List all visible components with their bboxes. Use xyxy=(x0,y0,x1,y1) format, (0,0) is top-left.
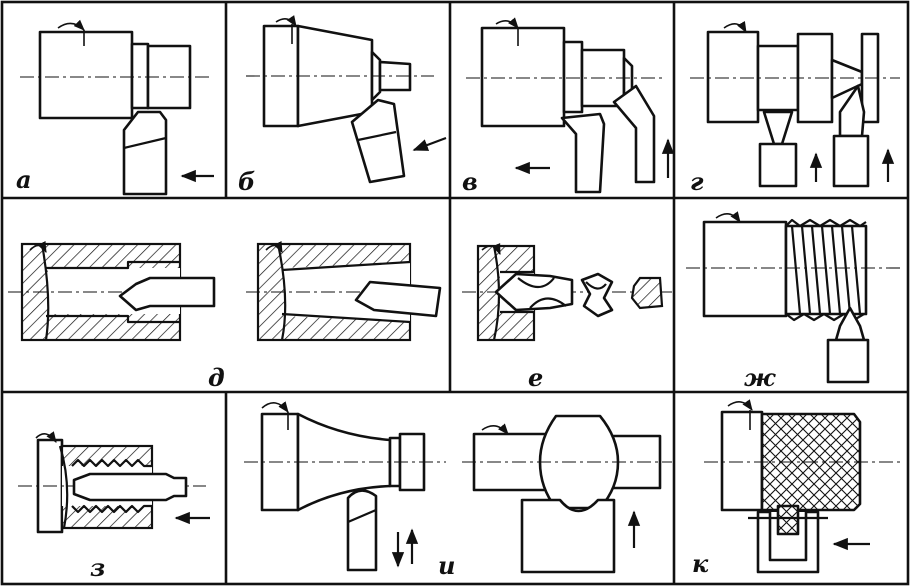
panel-label-z: з xyxy=(90,553,105,582)
panel-a: а xyxy=(16,19,214,196)
boring-tool-taper xyxy=(354,280,442,318)
panel-g: г xyxy=(690,21,900,196)
panel-b: б xyxy=(238,15,447,196)
panel-label-k: к xyxy=(692,549,709,578)
panel-d: д xyxy=(8,240,442,392)
cutting-tool-left xyxy=(560,112,606,194)
panel-z: з xyxy=(18,431,210,582)
panel-label-d: д xyxy=(208,363,225,392)
panel-v: в xyxy=(462,17,675,196)
panel-e: е xyxy=(462,242,672,392)
cutting-tool xyxy=(122,110,168,196)
panel-label-i: и xyxy=(438,551,455,580)
drill-bit xyxy=(494,272,574,312)
panel-i: и xyxy=(244,401,672,580)
form-tool xyxy=(346,489,378,572)
panel-label-a: а xyxy=(16,165,32,194)
panel-label-e: е xyxy=(528,363,543,392)
panel-zh: ж xyxy=(686,211,900,392)
drill-section xyxy=(630,276,664,310)
parting-tool xyxy=(838,84,866,138)
threading-tool xyxy=(834,306,866,342)
boring-tool xyxy=(118,276,216,312)
panel-label-g: г xyxy=(690,167,704,196)
cutting-tool xyxy=(350,98,406,184)
knurling-roller xyxy=(776,504,800,536)
panel-label-zh: ж xyxy=(744,363,776,392)
panel-k: к xyxy=(692,399,900,578)
cutting-tool-right xyxy=(612,84,656,184)
grooving-tool xyxy=(762,110,794,146)
radius-form-tool xyxy=(520,498,616,574)
panel-label-b: б xyxy=(238,167,255,196)
internal-threading-tool xyxy=(72,472,188,502)
panel-label-v: в xyxy=(462,167,478,196)
